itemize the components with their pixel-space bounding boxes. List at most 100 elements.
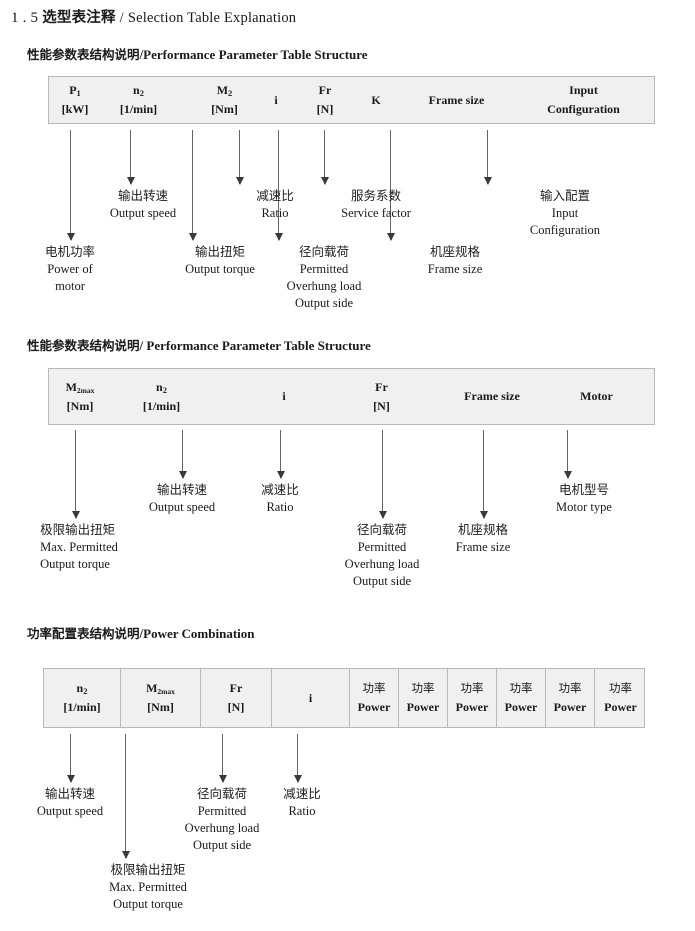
arrow-to-ratio-2: [276, 430, 285, 479]
annotation-overhung-load-2: 径向载荷 Permitted Overhung load Output side: [345, 522, 420, 590]
table2-col-n2-symbol: n: [156, 379, 163, 394]
page-title-separator: /: [119, 10, 124, 26]
table1-col-frame-size: Frame size: [404, 77, 509, 123]
annotation-frame-size-2-cn: 机座规格: [457, 522, 508, 537]
table3-col-fr-symbol: Fr: [229, 681, 243, 696]
table1-col-input-configuration-unit: Configuration: [547, 102, 620, 116]
annotation-ratio-2-en: Ratio: [266, 499, 294, 514]
annotation-output-speed-1: 输出转速 Output speed: [110, 188, 176, 222]
page-title: 1 . 5 选型表注释 / Selection Table Explanatio…: [11, 6, 296, 27]
page-title-chinese: 选型表注释: [42, 10, 116, 26]
section-3-heading: 功率配置表结构说明/Power Combination: [27, 623, 255, 642]
annotation-output-speed-2: 输出转速 Output speed: [149, 482, 215, 516]
annotation-max-output-torque-2-en-1: Max. Permitted: [40, 539, 118, 554]
annotation-frame-size-1: 机座规格 Frame size: [428, 244, 483, 278]
table3-col-m2max-symbol: M: [146, 681, 158, 696]
annotation-max-output-torque-3-en-2: Output torque: [113, 896, 183, 911]
annotation-service-factor: 服务系数 Service factor: [341, 188, 411, 222]
table1-col-n2-symbol: n: [133, 83, 140, 98]
annotation-overhung-load-1-en-1: Permitted: [299, 261, 349, 276]
table3-col-m2max: M2max [Nm]: [121, 669, 201, 727]
arrow-to-frame-size: [386, 130, 395, 241]
table2-col-fr: Fr [N]: [349, 369, 414, 424]
annotation-service-factor-en: Service factor: [341, 205, 411, 220]
annotation-ratio-3-cn: 减速比: [283, 786, 321, 801]
annotation-max-output-torque-2-en-2: Output torque: [40, 556, 110, 571]
arrow-to-ratio: [235, 130, 244, 185]
table1-col-fr: Fr [N]: [301, 77, 349, 123]
annotation-max-output-torque-3: 极限输出扭矩 Max. Permitted Output torque: [109, 862, 187, 913]
table2-col-i: i: [254, 369, 314, 424]
table1-col-i-symbol: i: [274, 92, 278, 107]
arrow-to-frame-size-2: [479, 430, 488, 519]
table3-col-power-5-cn: 功率: [558, 680, 582, 695]
arrow-to-overhung-load-3: [218, 734, 227, 783]
section-2-heading: 性能参数表结构说明/ Performance Parameter Table S…: [27, 335, 371, 354]
table3-col-n2-subscript: 2: [83, 686, 88, 697]
table3-col-power-4-en: Power: [504, 699, 538, 714]
annotation-service-factor-cn: 服务系数: [350, 188, 402, 203]
table3-col-m2max-subscript: 2max: [157, 687, 175, 697]
annotation-motor-type-en: Motor type: [556, 499, 612, 514]
table3-col-power-1-en: Power: [357, 699, 391, 714]
annotation-input-configuration-cn: 输入配置: [539, 188, 591, 203]
arrow-to-output-speed: [126, 130, 135, 185]
annotation-motor-type-cn: 电机型号: [558, 482, 609, 497]
annotation-frame-size-1-en: Frame size: [427, 261, 483, 276]
section-3-heading-english: Power Combination: [143, 626, 255, 641]
annotation-output-torque-cn: 输出扭矩: [194, 244, 246, 259]
table2-col-motor-symbol: Motor: [580, 389, 613, 404]
table3-col-power-6-cn: 功率: [609, 680, 632, 695]
table1-col-p1-unit: [kW]: [61, 102, 89, 116]
table3-col-power-5: 功率 Power: [546, 669, 595, 727]
section-3-heading-separator: /: [139, 626, 144, 641]
table2-col-i-symbol: i: [282, 389, 286, 404]
annotation-input-configuration: 输入配置 Input Configuration: [530, 188, 600, 239]
annotation-ratio-1-en: Ratio: [261, 205, 289, 220]
table3-col-power-1-cn: 功率: [362, 680, 386, 695]
table2-col-n2: n2 [1/min]: [119, 369, 204, 424]
annotation-output-torque: 输出扭矩 Output torque: [185, 244, 255, 278]
section-2-heading-separator: /: [139, 338, 144, 353]
table2-col-frame-size: Frame size: [437, 369, 547, 424]
page-title-english: Selection Table Explanation: [127, 10, 297, 26]
annotation-power-of-motor: 电机功率 Power of motor: [45, 244, 95, 295]
table1-col-frame-size-symbol: Frame size: [428, 92, 485, 107]
section-1-heading-chinese: 性能参数表结构说明: [27, 47, 140, 62]
table2-col-n2-unit: [1/min]: [142, 398, 181, 413]
table2-col-motor: Motor: [549, 369, 644, 424]
section-1-heading-separator: /: [139, 47, 144, 62]
annotation-power-of-motor-en-2: motor: [55, 278, 85, 293]
table2-col-fr-symbol: Fr: [375, 379, 388, 394]
annotation-power-of-motor-en-1: Power of: [47, 261, 93, 276]
table2-col-fr-unit: [N]: [373, 398, 390, 413]
table2-col-m2max-subscript: 2max: [76, 385, 95, 395]
annotation-input-configuration-en-1: Input: [551, 205, 579, 220]
annotation-ratio-1-cn: 减速比: [256, 188, 294, 203]
arrow-to-output-speed-3: [66, 734, 75, 783]
arrow-to-input-configuration: [483, 130, 492, 185]
annotation-overhung-load-1: 径向载荷 Permitted Overhung load Output side: [287, 244, 362, 312]
table3-col-power-4: 功率 Power: [497, 669, 546, 727]
annotation-overhung-load-2-cn: 径向载荷: [356, 522, 408, 537]
annotation-overhung-load-3-en-3: Output side: [193, 837, 251, 852]
annotation-output-speed-3: 输出转速 Output speed: [37, 786, 103, 820]
table1-col-k-symbol: K: [371, 92, 381, 107]
table3-col-i: i: [272, 669, 350, 727]
table1-col-input-configuration: Input Configuration: [511, 77, 656, 123]
annotation-ratio-3-en: Ratio: [288, 803, 316, 818]
annotation-overhung-load-1-en-3: Output side: [295, 295, 353, 310]
table2-col-m2max-unit: [Nm]: [66, 398, 94, 413]
arrow-to-ratio-3: [293, 734, 302, 783]
table3-col-n2: n2 [1/min]: [44, 669, 121, 727]
table3-col-power-4-cn: 功率: [509, 680, 533, 695]
table1-col-k: K: [355, 77, 397, 123]
annotation-output-speed-1-en: Output speed: [109, 205, 177, 220]
table3-col-power-6: 功率 Power: [595, 669, 646, 727]
annotation-overhung-load-2-en-1: Permitted: [357, 539, 407, 554]
power-combination-table: n2 [1/min] M2max [Nm] Fr [N] i 功率 Power …: [43, 668, 645, 728]
table1-col-p1-symbol: P: [69, 83, 77, 98]
annotation-ratio-2: 减速比 Ratio: [261, 482, 299, 516]
arrow-to-overhung-load-2: [378, 430, 387, 519]
table1-col-p1-subscript: 1: [76, 88, 81, 99]
